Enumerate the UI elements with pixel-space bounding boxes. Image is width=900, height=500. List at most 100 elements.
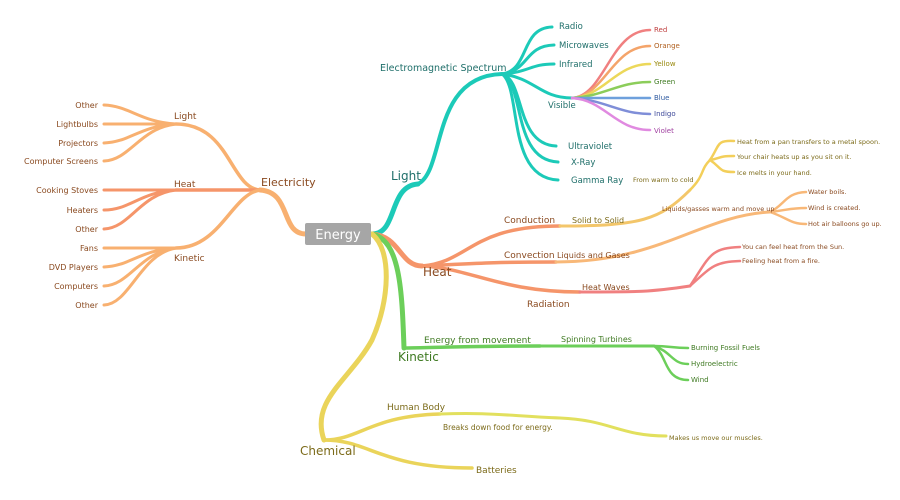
color-red-label[interactable]: Red [654, 26, 667, 34]
gamma-label[interactable]: Gamma Ray [571, 176, 623, 186]
elec-heat-item-3[interactable]: Other [75, 225, 98, 234]
ultraviolet-label[interactable]: Ultraviolet [568, 142, 613, 152]
edge-warmcold-pan [708, 139, 736, 162]
kinetic-labels: Kinetic Energy from movement Spinning Tu… [398, 335, 760, 384]
chemical-labels: Chemical Human Body Breaks down food for… [300, 403, 763, 476]
batteries-label[interactable]: Batteries [476, 466, 517, 476]
edge-liquids-boils [768, 190, 808, 214]
edge-spectrum-infrared [500, 62, 556, 76]
radio-label[interactable]: Radio [559, 22, 583, 32]
electricity-branch-label[interactable]: Electricity [261, 176, 316, 189]
edge-visible-green [570, 80, 652, 100]
muscles-label[interactable]: Makes us move our muscles. [669, 434, 763, 442]
convection-example-3[interactable]: Hot air balloons go up. [808, 220, 882, 228]
light-labels: Light Electromagnetic Spectrum Radio Mic… [380, 22, 623, 186]
kinetic-branch-label[interactable]: Kinetic [398, 350, 439, 364]
microwaves-label[interactable]: Microwaves [559, 41, 609, 51]
kinetic-example-1[interactable]: Burning Fossil Fuels [691, 344, 760, 352]
edge-chemical-batteries [322, 438, 474, 470]
connector-lines [102, 25, 808, 470]
color-violet-label[interactable]: Violet [654, 127, 674, 135]
food-label[interactable]: Breaks down food for energy. [443, 423, 553, 432]
warm-move-up-label[interactable]: Liquids/gasses warm and move up [662, 205, 775, 213]
elec-kinetic-item-1[interactable]: Fans [80, 244, 98, 253]
elec-kinetic-item-2[interactable]: DVD Players [49, 263, 98, 272]
edge-heatwaves-sun [688, 245, 742, 288]
elec-heat-label[interactable]: Heat [174, 180, 196, 190]
edge-spectrum-gamma [500, 72, 560, 182]
conduction-example-1[interactable]: Heat from a pan transfers to a metal spo… [737, 138, 880, 146]
warm-to-cold-label[interactable]: From warm to cold [633, 176, 694, 184]
heat-waves-label[interactable]: Heat Waves [582, 283, 630, 292]
xray-label[interactable]: X-Ray [571, 158, 595, 168]
convection-example-1[interactable]: Water boils. [808, 188, 846, 196]
elec-light-item-4[interactable]: Computer Screens [24, 157, 98, 166]
edge-chemical-body [322, 412, 442, 442]
light-branch-label[interactable]: Light [391, 169, 421, 183]
elec-light-item-2[interactable]: Lightbulbs [56, 120, 98, 129]
conduction-example-2[interactable]: Your chair heats up as you sit on it. [736, 153, 851, 161]
root-label: Energy [315, 228, 361, 243]
elec-light-item-3[interactable]: Projectors [58, 139, 98, 148]
infrared-label[interactable]: Infrared [559, 60, 593, 70]
edge-visible-violet [570, 96, 652, 132]
conduction-label[interactable]: Conduction [504, 216, 555, 226]
edge-light-spectrum [416, 72, 504, 186]
edge-food-muscles [558, 416, 668, 438]
human-body-label[interactable]: Human Body [387, 403, 446, 413]
elec-kinetic-item-3[interactable]: Computers [54, 282, 98, 291]
edge-light-screens [102, 122, 178, 163]
radiation-example-1[interactable]: You can feel heat from the Sun. [741, 243, 844, 251]
kinetic-example-3[interactable]: Wind [691, 376, 709, 384]
edge-root-light [369, 181, 421, 237]
radiation-label[interactable]: Radiation [527, 300, 570, 310]
root-box [305, 223, 371, 245]
elec-kinetic-label[interactable]: Kinetic [174, 254, 205, 264]
edge-electricity-kinetic [174, 188, 262, 250]
edge-spectrum-visible [500, 72, 574, 100]
liquids-gases-label[interactable]: Liquids and Gases [557, 251, 630, 260]
electricity-labels: Electricity Light Other Lightbulbs Proje… [24, 101, 316, 310]
chemical-branch-label[interactable]: Chemical [300, 444, 356, 458]
edge-body-food [438, 411, 562, 420]
edge-turbines-hydro [652, 344, 690, 366]
edge-spectrum-radio [500, 25, 554, 76]
elec-heat-item-1[interactable]: Cooking Stoves [36, 186, 98, 195]
radiation-example-2[interactable]: Feeling heat from a fire. [742, 257, 820, 265]
heat-branch-label[interactable]: Heat [423, 265, 452, 279]
elec-kinetic-item-4[interactable]: Other [75, 301, 98, 310]
color-orange-label[interactable]: Orange [654, 42, 680, 50]
elec-heat-item-2[interactable]: Heaters [67, 206, 98, 215]
turbines-label[interactable]: Spinning Turbines [561, 335, 632, 344]
edge-heat-radiation [420, 264, 582, 294]
edge-root-electricity [257, 187, 309, 237]
edge-heatwaves-fire [688, 259, 742, 288]
elec-light-label[interactable]: Light [174, 112, 197, 122]
edge-liquids-wind [768, 206, 808, 214]
color-blue-label[interactable]: Blue [654, 94, 670, 102]
edge-kinetic-other [102, 246, 178, 307]
solid-to-solid-label[interactable]: Solid to Solid [572, 216, 624, 225]
movement-label[interactable]: Energy from movement [424, 336, 531, 346]
spectrum-label[interactable]: Electromagnetic Spectrum [380, 63, 507, 74]
color-yellow-label[interactable]: Yellow [653, 60, 676, 68]
edge-convection-liquids [554, 210, 772, 264]
edge-root-chemical [318, 231, 389, 443]
kinetic-example-2[interactable]: Hydroelectric [691, 360, 738, 368]
edge-turbines-wind [652, 344, 690, 382]
convection-label[interactable]: Convection [504, 251, 555, 261]
color-green-label[interactable]: Green [654, 78, 675, 86]
edge-radiation-heatwaves [578, 284, 692, 294]
edge-warmcold-ice [708, 158, 736, 174]
edge-kinetic-movement [402, 344, 542, 350]
edge-heat-other [102, 188, 178, 231]
convection-example-2[interactable]: Wind is created. [808, 204, 861, 212]
visible-color-labels: Red Orange Yellow Green Blue Indigo Viol… [653, 26, 680, 135]
conduction-example-3[interactable]: Ice melts in your hand. [737, 169, 812, 177]
root-node[interactable]: Energy [305, 223, 371, 245]
elec-light-item-1[interactable]: Other [75, 101, 98, 110]
visible-label[interactable]: Visible [548, 101, 576, 111]
color-indigo-label[interactable]: Indigo [654, 110, 676, 118]
edge-electricity-light [174, 122, 262, 192]
